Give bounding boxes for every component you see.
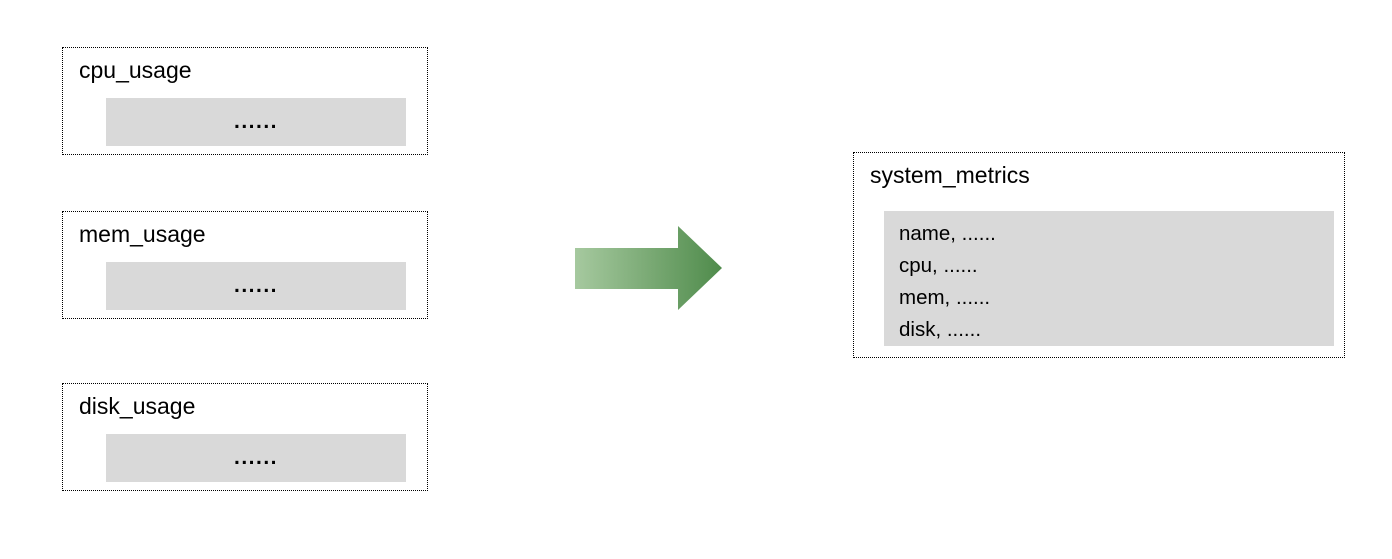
disk-usage-data-bar: ...... [106, 434, 406, 482]
metrics-row-mem: mem, ...... [899, 286, 991, 309]
mem-usage-data-bar: ...... [106, 262, 406, 310]
system-metrics-box-title: system_metrics [870, 162, 1030, 188]
cpu-usage-data-bar: ...... [106, 98, 406, 146]
cpu-usage-box: cpu_usage ...... [62, 47, 428, 155]
system-metrics-data-panel: name, ...... cpu, ...... mem, ...... dis… [884, 211, 1334, 346]
metrics-row-name: name, ...... [899, 222, 996, 245]
metrics-row-cpu: cpu, ...... [899, 254, 978, 277]
mem-usage-box: mem_usage ...... [62, 211, 428, 319]
right-arrow-icon [575, 226, 722, 310]
mem-usage-box-title: mem_usage [79, 221, 206, 247]
system-metrics-box: system_metrics name, ...... cpu, ...... … [853, 152, 1345, 358]
metrics-row-disk: disk, ...... [899, 318, 982, 341]
cpu-usage-box-title: cpu_usage [79, 57, 192, 83]
disk-usage-box: disk_usage ...... [62, 383, 428, 491]
disk-usage-box-title: disk_usage [79, 393, 196, 419]
